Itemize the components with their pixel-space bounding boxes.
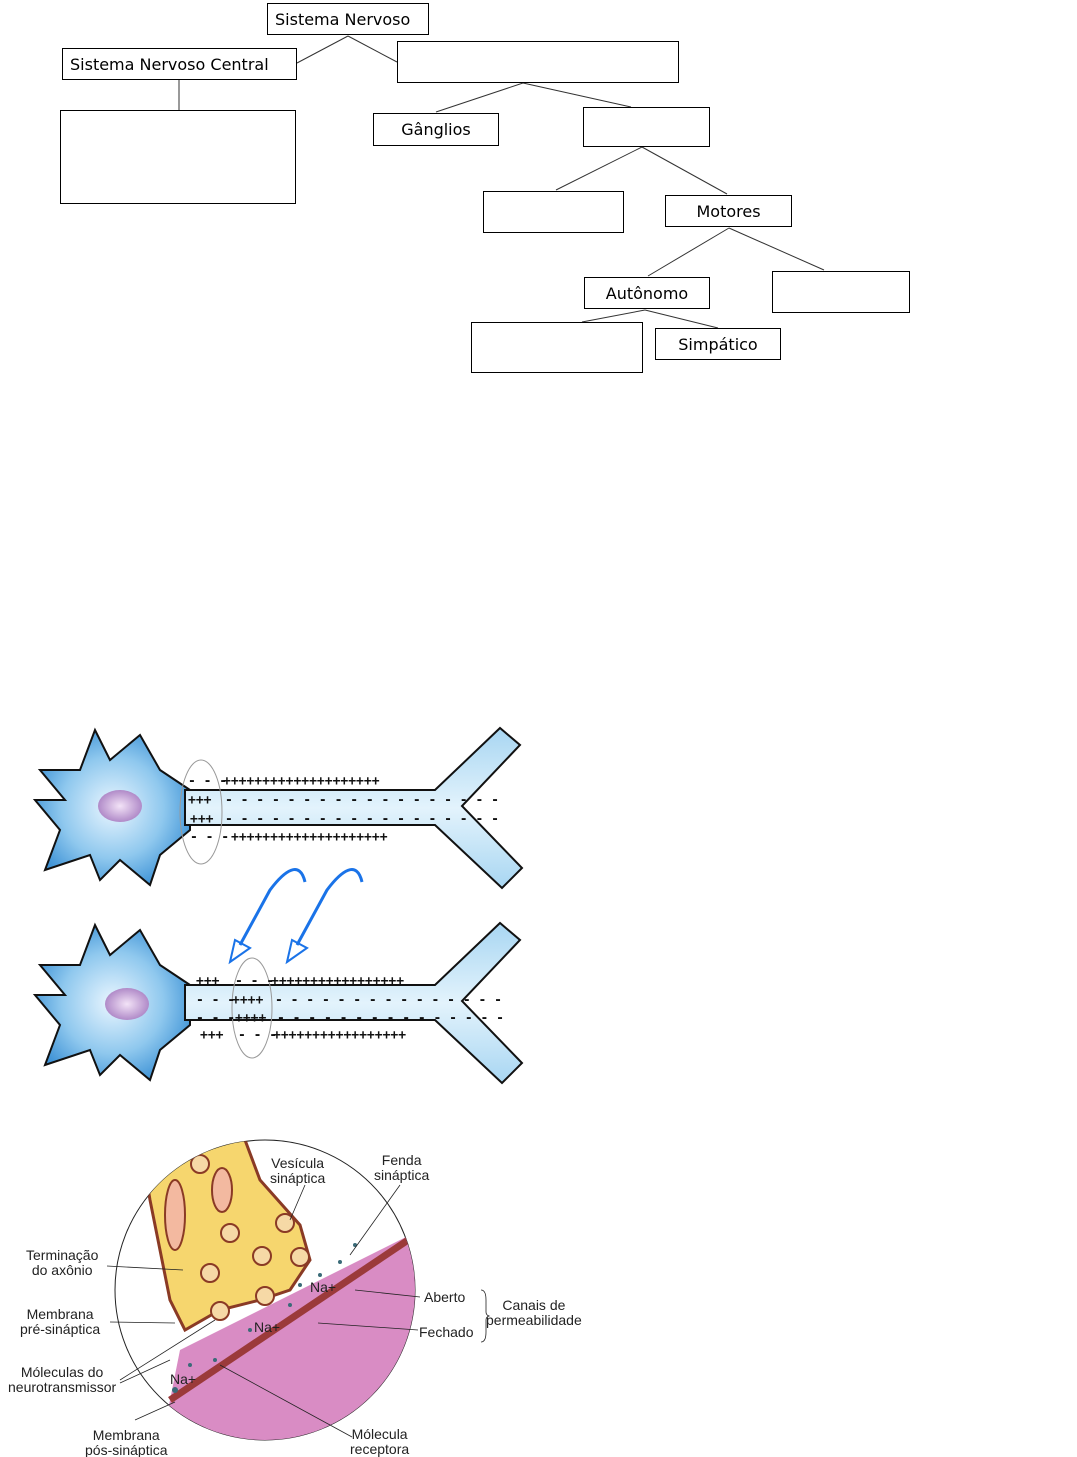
mitochondrion bbox=[164, 1179, 186, 1251]
charge-label: +++ bbox=[200, 1028, 224, 1043]
connector bbox=[641, 146, 728, 195]
charge-label: ++++ bbox=[232, 993, 263, 1008]
node-snp-blank[interactable] bbox=[397, 41, 679, 83]
charge-label: - - - bbox=[196, 993, 235, 1008]
node-autonomo: Autônomo bbox=[584, 277, 710, 309]
connector bbox=[728, 227, 825, 271]
connector bbox=[555, 146, 643, 191]
synapse-diagram bbox=[114, 1139, 416, 1441]
charge-label: ++++++++++++++++++++ bbox=[231, 830, 388, 845]
neuron-resting: - - - ++++++++++++++++++++ +++ - - - - -… bbox=[32, 726, 524, 890]
label-na: Na+ bbox=[310, 1279, 337, 1295]
charge-label: - - - - - - - - - - - - - - - bbox=[275, 993, 502, 1008]
charge-label: +++ bbox=[188, 793, 212, 808]
connector bbox=[296, 35, 349, 64]
nucleus bbox=[98, 790, 142, 822]
label-na: Na+ bbox=[254, 1319, 281, 1335]
charge-label: - - - bbox=[188, 774, 227, 789]
connector bbox=[647, 227, 730, 277]
neuron-depolarized: +++ - - - +++++++++++++++++ - - - ++++ -… bbox=[32, 921, 524, 1085]
postsynaptic-membrane bbox=[168, 1229, 415, 1403]
node-simpatico: Simpático bbox=[655, 328, 781, 360]
label-na: Na+ bbox=[170, 1371, 197, 1387]
node-somatico-blank[interactable] bbox=[772, 271, 910, 313]
charge-label: - - - bbox=[196, 1011, 235, 1026]
charge-label: +++ bbox=[190, 812, 214, 827]
charge-label: - - - - - - - - - - - - - - - bbox=[277, 1011, 504, 1026]
charge-label: +++ bbox=[196, 974, 220, 989]
node-sensitivos-blank[interactable] bbox=[483, 191, 624, 233]
label-open: Aberto bbox=[424, 1289, 466, 1305]
charge-label: - - - - - - - - - - - - - - - - - - bbox=[225, 812, 499, 827]
connector bbox=[522, 82, 632, 108]
connector bbox=[644, 309, 719, 329]
label-closed: Fechado bbox=[419, 1324, 474, 1340]
connector bbox=[347, 35, 398, 63]
charge-label: ++++++++++++++++++++ bbox=[223, 774, 380, 789]
charge-label: +++++++++++++++++ bbox=[271, 974, 404, 989]
node-sistema-nervoso: Sistema Nervoso bbox=[267, 3, 429, 35]
connector bbox=[435, 82, 524, 113]
node-snc-child-blank[interactable] bbox=[60, 110, 296, 204]
node-snc: Sistema Nervoso Central bbox=[62, 48, 297, 80]
node-nervos-blank[interactable] bbox=[583, 107, 710, 147]
charge-label: ++++ bbox=[235, 1011, 266, 1026]
mitochondrion bbox=[211, 1167, 233, 1213]
connector bbox=[581, 309, 646, 323]
node-parassimpatico-blank[interactable] bbox=[471, 322, 643, 373]
charge-label: - - - bbox=[238, 1028, 277, 1043]
node-ganglios: Gânglios bbox=[373, 113, 499, 146]
charge-label: - - - - - - - - - - - - - - - - - - bbox=[225, 793, 499, 808]
nucleus bbox=[105, 988, 149, 1020]
concept-map-lines bbox=[178, 35, 825, 329]
charge-label: - - - bbox=[235, 974, 274, 989]
node-motores: Motores bbox=[665, 195, 792, 227]
charge-label: - - - bbox=[190, 830, 229, 845]
propagation-arrows bbox=[228, 868, 364, 965]
charge-label: +++++++++++++++++ bbox=[273, 1028, 406, 1043]
